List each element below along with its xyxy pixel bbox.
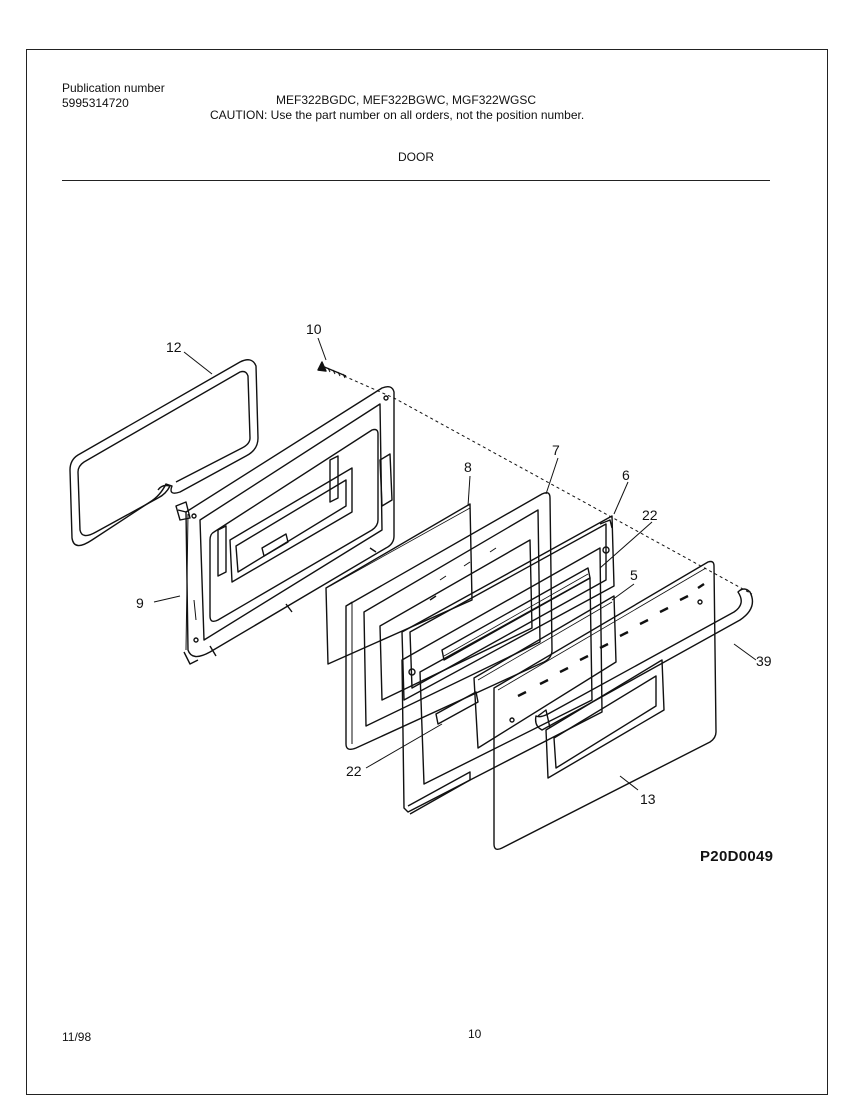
page-number: 10 — [468, 1027, 482, 1041]
callout-7: 7 — [552, 442, 560, 458]
outer-door-part-13 — [493, 560, 717, 851]
publication-number: 5995314720 — [62, 96, 129, 110]
inner-frame-part-9 — [175, 385, 395, 665]
callout-5: 5 — [630, 567, 638, 583]
callout-8: 8 — [464, 459, 472, 475]
callout-22-lower: 22 — [346, 763, 362, 779]
callout-10: 10 — [306, 321, 322, 337]
callout-labels: 12 10 9 8 7 6 22 5 39 22 13 — [136, 321, 772, 807]
diagram-code: P20D0049 — [700, 848, 774, 865]
glass-frame-part-6 — [401, 515, 615, 701]
leader-lines — [153, 337, 757, 791]
strip-part-22-upper — [441, 567, 591, 661]
gasket-part-12 — [69, 359, 259, 547]
header-divider — [62, 180, 770, 181]
publication-label: Publication number — [62, 81, 165, 95]
callout-22-upper: 22 — [642, 507, 658, 523]
screw-part-10 — [317, 361, 347, 379]
callout-13: 13 — [640, 791, 656, 807]
inner-glass-part-8 — [325, 503, 473, 665]
callout-12: 12 — [166, 339, 182, 355]
model-numbers: MEF322BGDC, MEF322BGWC, MGF322WGSC — [276, 93, 537, 107]
glass-part-5 — [473, 595, 617, 749]
callout-9: 9 — [136, 595, 144, 611]
inner-glass-panel — [401, 547, 603, 815]
caution-note: CAUTION: Use the part number on all orde… — [210, 108, 585, 122]
section-title: DOOR — [398, 150, 434, 164]
callout-6: 6 — [622, 467, 630, 483]
footer-date: 11/98 — [62, 1030, 92, 1044]
handle-part-39 — [534, 588, 754, 731]
page-border — [26, 49, 828, 1095]
door-liner-part-7 — [345, 491, 553, 751]
callout-39: 39 — [756, 653, 772, 669]
